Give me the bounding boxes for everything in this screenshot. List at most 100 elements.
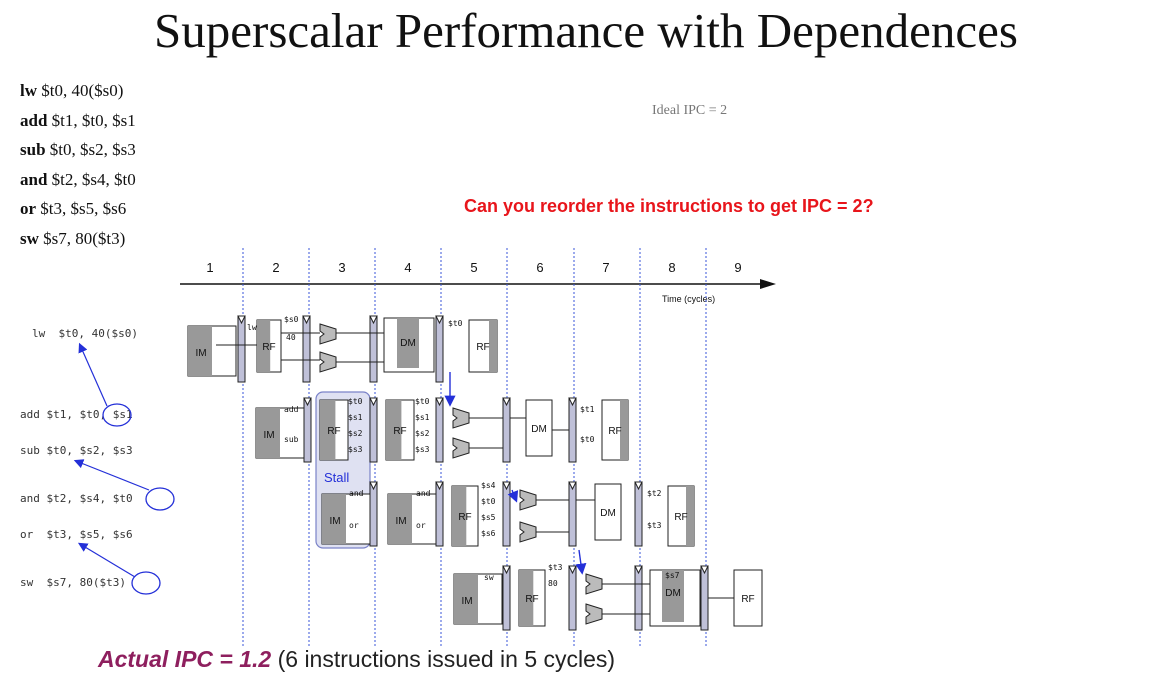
instr-label-lw: lw $t0, 40($s0) (32, 327, 138, 340)
rf-write-shade (620, 400, 628, 460)
register-tag: $t3 (548, 563, 563, 572)
time-axis-label: Time (cycles) (662, 294, 715, 304)
register-tag: $t0 (481, 497, 496, 506)
im-label: IM (195, 348, 206, 359)
rf-read-shade (386, 400, 402, 460)
cycle-label: 9 (734, 260, 741, 275)
rf-read-shade (452, 486, 467, 546)
register-tag: and (349, 489, 364, 498)
im-shade (388, 494, 412, 544)
register-tag: $s3 (348, 445, 363, 454)
instr-label-or: or $t3, $s5, $s6 (20, 528, 133, 541)
rf-write-shade (489, 320, 497, 372)
register-clock-marker (369, 397, 378, 407)
register-clock-marker (634, 565, 643, 575)
dm-box (525, 399, 553, 457)
cycle-label: 1 (206, 260, 213, 275)
cycle-label: 5 (470, 260, 477, 275)
pipeline-register (568, 565, 577, 631)
register-clock-marker (502, 397, 511, 407)
pipeline-register (303, 397, 312, 463)
dm-label: DM (600, 508, 616, 519)
cycle-label: 2 (272, 260, 279, 275)
register-clock-marker (568, 565, 577, 575)
register-clock-marker (237, 315, 246, 325)
cycle-label: 4 (404, 260, 411, 275)
register-tag: 40 (286, 333, 296, 342)
time-axis-arrowhead (760, 279, 776, 289)
alu-shape (585, 573, 603, 595)
im-shade (256, 408, 280, 458)
pipeline-register (634, 565, 643, 631)
im-label: IM (263, 430, 274, 441)
pipeline-register (568, 481, 577, 547)
dependence-circle (145, 487, 175, 511)
rf-read-shade (257, 320, 271, 372)
pipeline-register (568, 397, 577, 463)
pipeline-register (502, 397, 511, 463)
rf-label: RF (327, 426, 340, 437)
register-tag: or (349, 521, 359, 530)
register-tag: $s2 (348, 429, 363, 438)
register-tag: $s0 (284, 315, 299, 324)
alu-shape (452, 437, 470, 459)
cycle-label: 3 (338, 260, 345, 275)
pipeline-register (700, 565, 709, 631)
rf-write-shade (686, 486, 694, 546)
pipeline-register (435, 481, 444, 547)
rf-read-shade (320, 400, 336, 460)
code-line: lw $t0, 40($s0) (20, 81, 124, 100)
pipeline-register (435, 315, 444, 383)
rf-label: RF (262, 342, 275, 353)
rf-label: RF (525, 594, 538, 605)
rf-label: RF (476, 342, 489, 353)
register-tag: $s1 (348, 413, 363, 422)
dependence-arrow (78, 342, 108, 407)
dm-label: DM (531, 424, 547, 435)
register-clock-marker (502, 565, 511, 575)
register-clock-marker (502, 481, 511, 491)
register-tag: and (416, 489, 431, 498)
register-tag: $s7 (665, 571, 680, 580)
register-tag: $s4 (481, 481, 496, 490)
register-clock-marker (568, 397, 577, 407)
rf-label: RF (608, 426, 621, 437)
alu-shape (319, 351, 337, 373)
pipeline-register (502, 481, 511, 547)
register-clock-marker (634, 481, 643, 491)
pipeline-register (369, 397, 378, 463)
dependence-arrow (73, 459, 150, 491)
dm-box (594, 483, 622, 541)
code-line: sub $t0, $s2, $s3 (20, 140, 136, 159)
register-clock-marker (435, 481, 444, 491)
instr-label-add: add $t1, $t0, $s1 (20, 408, 133, 421)
forwarding-arrow (507, 489, 519, 503)
pipeline-register (435, 397, 444, 463)
pipeline-register (237, 315, 246, 383)
register-tag: $s2 (415, 429, 430, 438)
dependence-arrow (77, 542, 136, 578)
register-clock-marker (568, 481, 577, 491)
cycle-label: 8 (668, 260, 675, 275)
instr-label-sub: sub $t0, $s2, $s3 (20, 444, 133, 457)
register-tag: $t2 (647, 489, 662, 498)
register-tag: 80 (548, 579, 558, 588)
im-shade (188, 326, 212, 376)
alu-shape (519, 521, 537, 543)
im-label: IM (395, 516, 406, 527)
code-line: add $t1, $t0, $s1 (20, 110, 136, 130)
register-tag: $s5 (481, 513, 496, 522)
pipeline-register (369, 481, 378, 547)
pipeline-register (634, 481, 643, 547)
dm-label: DM (400, 338, 416, 349)
ideal-ipc-note: Ideal IPC = 2 (652, 103, 728, 118)
register-tag: sw (484, 573, 494, 582)
im-label: IM (461, 596, 472, 607)
pipeline-register (302, 315, 311, 383)
register-tag: $t0 (580, 435, 595, 444)
register-clock-marker (369, 315, 378, 325)
code-line: sw $s7, 80($t3) (20, 228, 126, 248)
reorder-question: Can you reorder the instructions to get … (464, 196, 874, 216)
register-tag: $s3 (415, 445, 430, 454)
